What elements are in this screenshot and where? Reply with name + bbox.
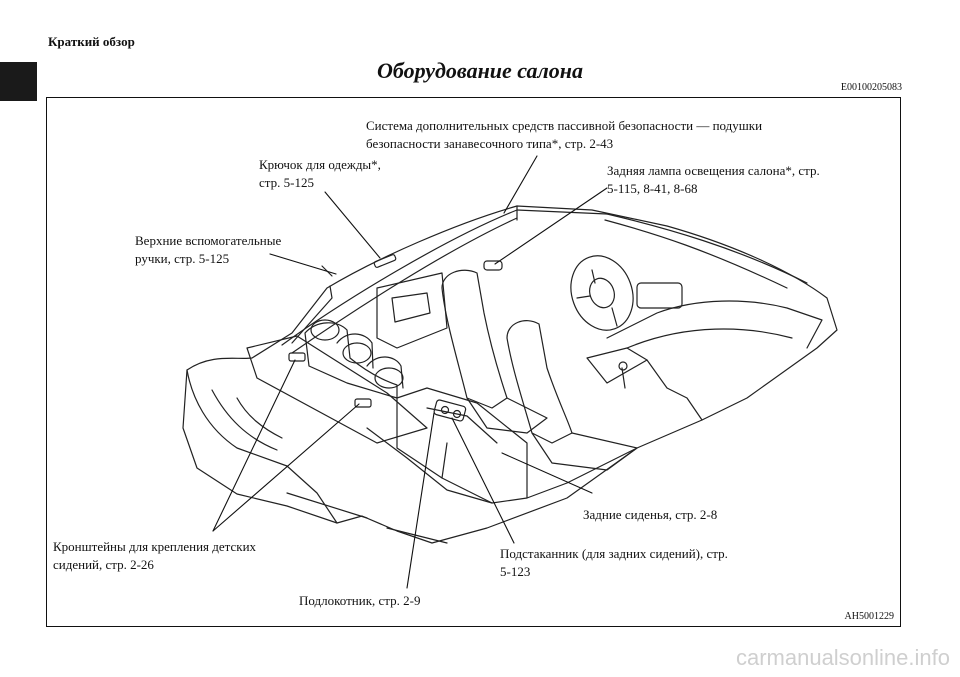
callout-rear-seats: Задние сиденья, стр. 2-8	[583, 507, 718, 522]
callout-rear-cupholder: Подстаканник (для задних сидений), стр. …	[500, 546, 728, 579]
chapter-tab	[0, 62, 37, 101]
figure-id: AH5001229	[844, 611, 894, 622]
document-code: E00100205083	[840, 82, 902, 93]
callout-curtain-airbags: Система дополнительных средств пассивной…	[366, 118, 763, 151]
page-title: Оборудование салона	[377, 58, 583, 83]
callout-clothes-hook: Крючок для одежды*, стр. 5-125	[259, 157, 381, 190]
callout-rear-dome-lamp: Задняя лампа освещения салона*, стр. 5-1…	[607, 163, 820, 196]
section-title: Краткий обзор	[48, 34, 135, 49]
callout-grab-handles: Верхние вспомогательные ручки, стр. 5-12…	[135, 233, 282, 266]
car-interior-illustration	[182, 155, 838, 589]
leader-lines	[212, 155, 608, 589]
callout-child-seat-anchors: Кронштейны для крепления детских сидений…	[53, 539, 257, 572]
watermark: carmanualsonline.info	[735, 645, 950, 670]
callout-armrest: Подлокотник, стр. 2-9	[299, 593, 421, 608]
illustration-frame: Система дополнительных средств пассивной…	[46, 97, 901, 627]
